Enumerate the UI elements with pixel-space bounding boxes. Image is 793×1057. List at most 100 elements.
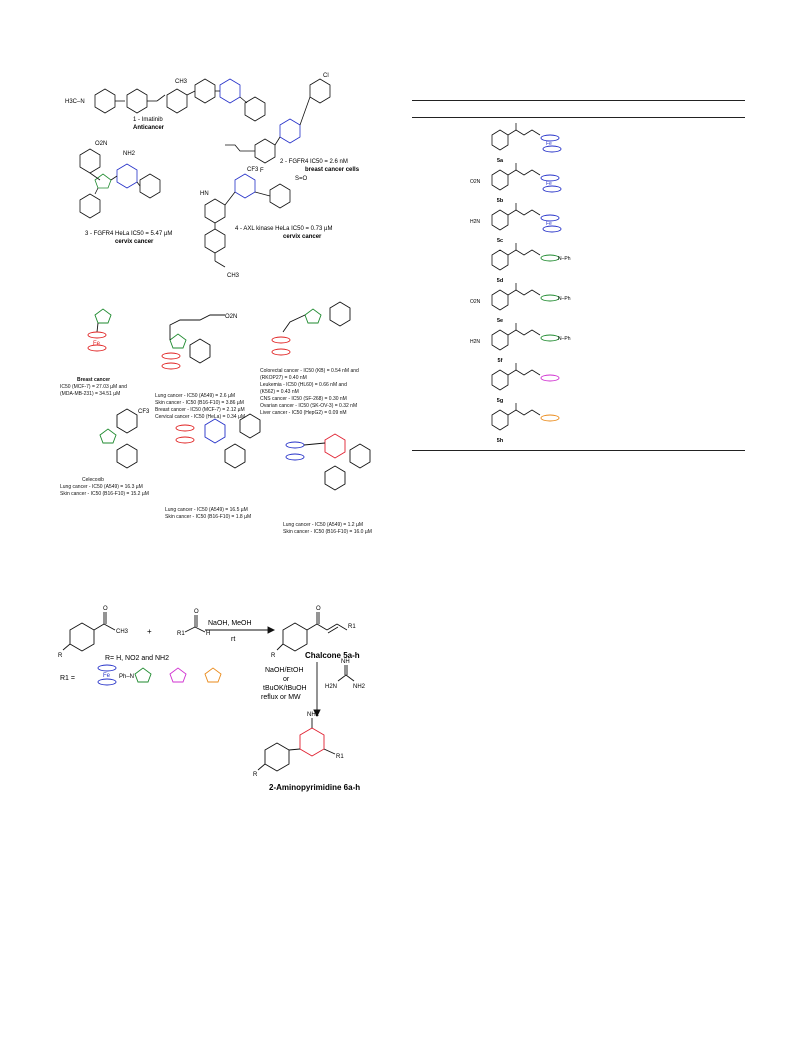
c4-piperazine — [204, 228, 226, 254]
scheme-o-1: O — [103, 606, 108, 612]
table-row: 5h — [491, 403, 560, 444]
c3-nitrophenyl — [79, 148, 101, 174]
c4-hn: HN — [200, 191, 209, 197]
scheme-r1-chalcone: R1 — [348, 624, 356, 630]
a-title: Breast cancer — [77, 377, 111, 383]
c3-phenyl — [139, 173, 161, 199]
c1-class: Anticancer — [133, 125, 165, 131]
b-line-4: Cervical cancer - IC50 (HeLa) = 0.34 µM — [155, 414, 245, 420]
scheme-o-2: O — [194, 609, 199, 615]
fe-label: Fe — [546, 221, 552, 227]
compound-label: 5e — [497, 318, 503, 324]
imatinib-nme: H3C–N — [65, 99, 85, 105]
d-title: Celecoxib — [82, 477, 104, 483]
c-line-7: Liver cancer - IC50 (HepG2) = 0.09 nM — [260, 410, 347, 416]
c4-phenyl — [204, 198, 226, 224]
product-pyrimidine — [299, 727, 325, 757]
cond2-line-4: reflux or MW — [261, 694, 301, 701]
imatinib-pyrimidine — [219, 78, 241, 104]
aryl-ring — [491, 249, 509, 271]
ferrocene-lower-cp — [542, 185, 562, 193]
r1-group — [540, 134, 560, 142]
figure-pyrazole-derivatives: O2N CF3 Fe Breast cancer IC50 (MCF-7) = … — [55, 300, 395, 550]
a-pyrazole — [94, 308, 112, 324]
r1-group — [540, 374, 560, 382]
guan-nh: NH — [341, 659, 350, 665]
compound-label: 5a — [497, 158, 504, 164]
c2-cl: Cl — [323, 73, 329, 79]
guan-nh2-b: NH2 — [353, 684, 366, 690]
enone-chain — [507, 329, 541, 336]
c-line-2: (RKOP27) = 0.40 nM — [260, 375, 307, 381]
table-row: 5g — [491, 363, 560, 404]
c4-sulfonyl: S=O — [295, 176, 308, 182]
c3-no2: O2N — [95, 141, 107, 147]
guan-nh2-a: H2N — [325, 684, 337, 690]
r-definitions: R= H, NO2 and NH2 — [105, 655, 169, 662]
triazole-ph: N–Ph — [558, 336, 571, 342]
f-line-2: Skin cancer - IC50 (B16-F10) = 16.0 µM — [283, 529, 372, 535]
compound-label: 5h — [497, 438, 504, 444]
c4-line: 4 - AXL kinase HeLa IC50 = 0.73 µM — [235, 226, 332, 232]
b-no2: O2N — [225, 314, 237, 320]
aryl-ring — [491, 329, 509, 351]
r1-fe: Fe — [103, 673, 111, 679]
enone-chain — [507, 369, 541, 376]
scheme-plus: + — [147, 627, 152, 636]
product-aryl — [264, 742, 290, 772]
c4-acetyl-ch3: CH3 — [227, 273, 240, 279]
a-fe: Fe — [93, 341, 101, 347]
c2-f: F — [260, 168, 264, 174]
e-line-2: Skin cancer - IC50 (B16-F10) = 1.8 µM — [165, 514, 252, 520]
enone-chain — [507, 129, 541, 136]
enone-chain — [507, 249, 541, 256]
e-pyrimidine — [204, 418, 226, 444]
c1-name: 1 - Imatinib — [133, 117, 163, 123]
ferrocene-lower-cp — [542, 225, 562, 233]
c-line-4: (K562) = 0.43 nM — [260, 389, 299, 395]
c4-cf3: CF3 — [247, 167, 259, 173]
condition-1: rt — [231, 636, 235, 643]
aryl-substituent: H2N — [470, 339, 480, 345]
aryl-ring — [491, 129, 509, 151]
fe-label: Fe — [546, 181, 552, 187]
cond2-line-2: or — [283, 676, 290, 683]
product-nh2: NH2 — [307, 712, 320, 718]
r1-equals: R1 = — [60, 675, 75, 682]
acetophenone-ring — [69, 622, 95, 652]
c3-pyrimidine — [116, 163, 138, 189]
c2-fluorophenyl — [254, 138, 276, 164]
imatinib-methyl: CH3 — [175, 79, 188, 85]
enone-chain — [507, 409, 541, 416]
b-line-1: Lung cancer - IC50 (A549) = 2.6 µM — [155, 393, 236, 399]
d-line-1: Lung cancer - IC50 (A549) = 16.3 µM — [60, 484, 143, 490]
imatinib-benzene1 — [126, 88, 148, 114]
e-line-1: Lung cancer - IC50 (A549) = 16.5 µM — [165, 507, 248, 513]
d-line-2: Skin cancer - IC50 (B16-F10) = 15.2 µM — [60, 491, 149, 497]
a-cp-bottom — [87, 344, 107, 352]
cond2-line-3: tBuOK/tBuOH — [263, 685, 307, 692]
reagent-1: NaOH, MeOH — [208, 620, 252, 627]
r1-group — [540, 334, 560, 342]
compound-label: 5g — [497, 398, 503, 404]
r1-group — [540, 214, 560, 222]
cond2-line-1: NaOH/EtOH — [265, 667, 304, 674]
product-r1: R1 — [336, 754, 344, 760]
scheme-ch3: CH3 — [116, 629, 129, 635]
table-bottom-rule — [412, 450, 745, 451]
a-line-2: (MDA-MB-231) = 34.51 µM — [60, 391, 121, 397]
aryl-substituent: H2N — [470, 219, 480, 225]
imatinib-piperazine — [94, 88, 116, 114]
c2-pyrimidine — [279, 118, 301, 144]
scheme-o-3: O — [316, 606, 321, 612]
scheme-r-2: R — [271, 653, 276, 659]
b-line-2: Skin cancer - IC50 (B16-F10) = 3.86 µM — [155, 400, 244, 406]
c3-pyrazole — [94, 173, 112, 189]
imatinib-benzene2 — [166, 88, 188, 114]
r1-group — [540, 254, 560, 262]
r1-triazole — [134, 667, 152, 683]
table-mid-rule — [412, 117, 745, 118]
